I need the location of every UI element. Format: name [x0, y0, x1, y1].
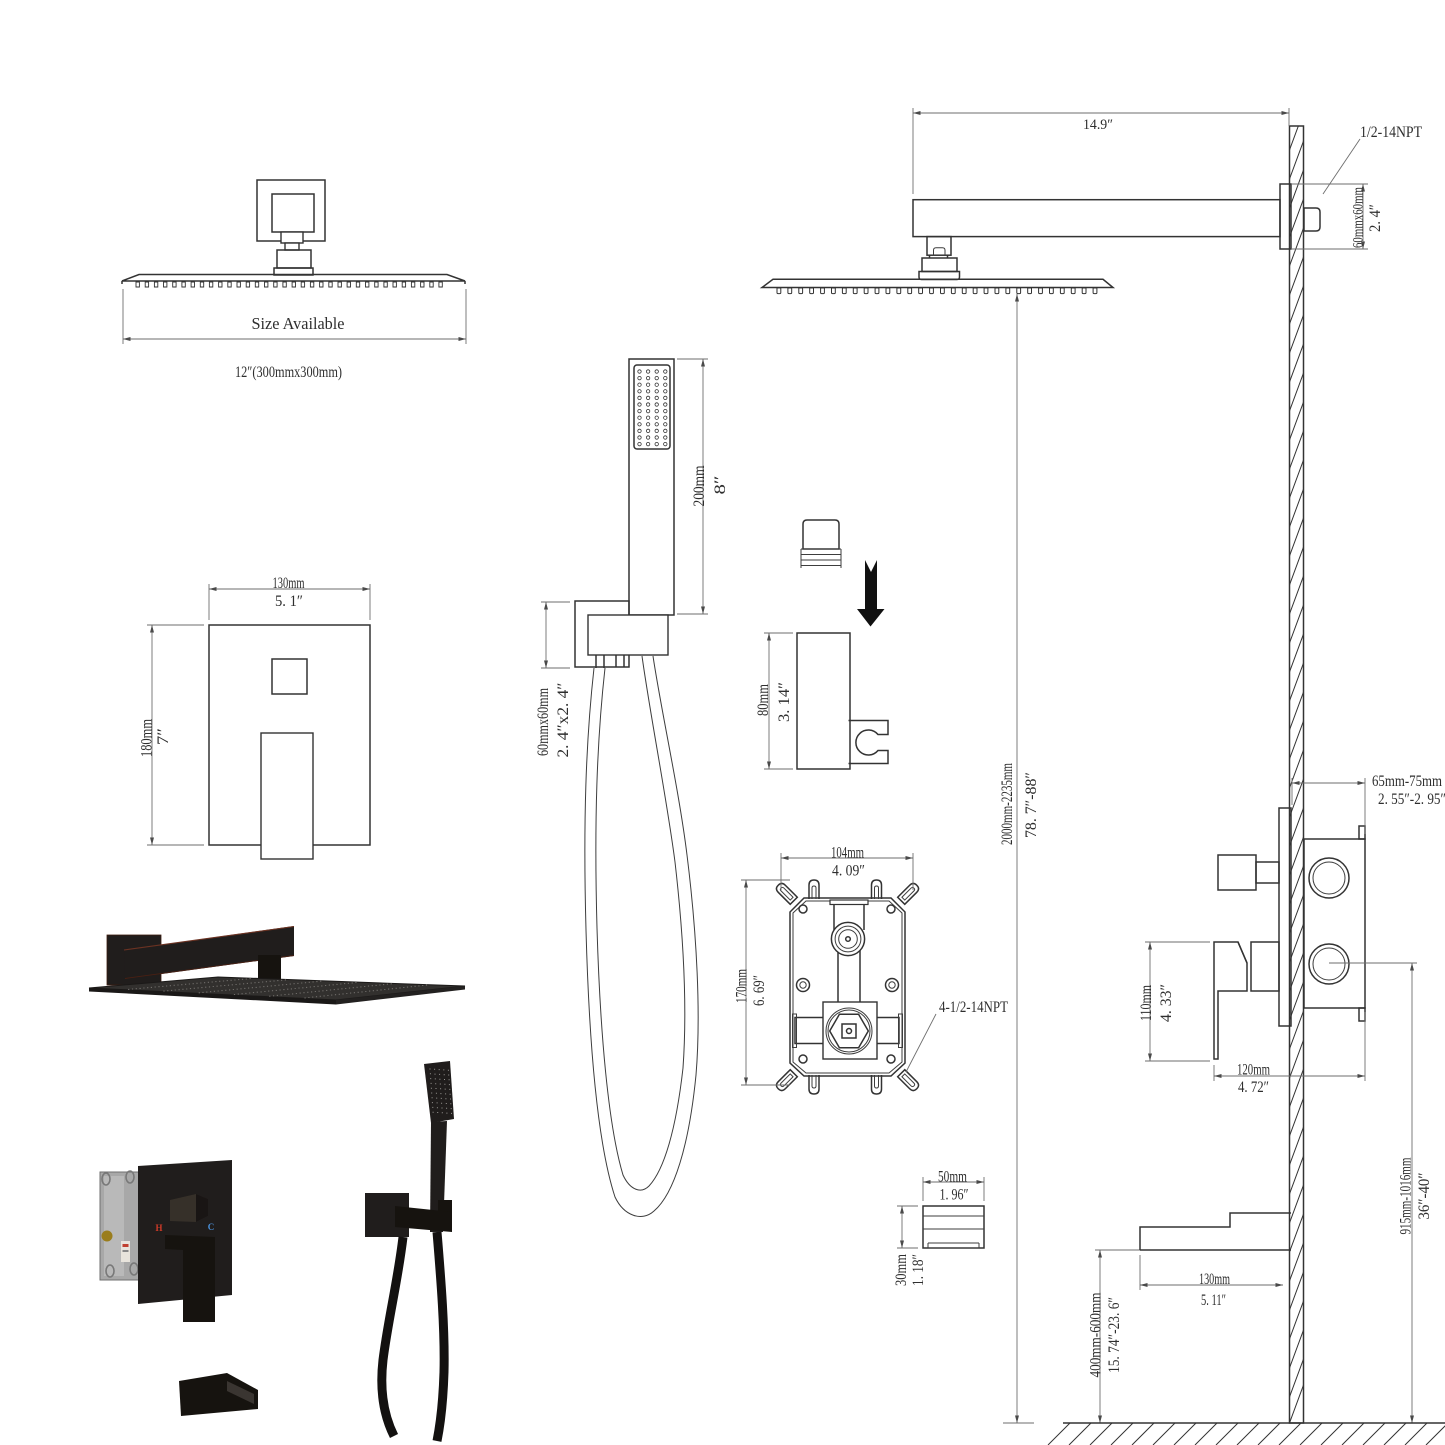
svg-text:8″: 8″ [712, 476, 729, 495]
svg-text:12″(300mmx300mm): 12″(300mmx300mm) [235, 364, 342, 381]
svg-text:915mm-1016mm: 915mm-1016mm [1398, 1157, 1415, 1234]
svg-text:36″-40″: 36″-40″ [1416, 1173, 1433, 1220]
svg-text:4. 72″: 4. 72″ [1238, 1079, 1269, 1096]
svg-text:120mm: 120mm [1237, 1062, 1270, 1079]
svg-text:130mm: 130mm [1199, 1271, 1230, 1288]
svg-text:78. 7″-88″: 78. 7″-88″ [1023, 772, 1040, 838]
svg-text:200mm: 200mm [691, 465, 708, 506]
svg-text:1. 18″: 1. 18″ [910, 1254, 927, 1286]
svg-text:5. 1″: 5. 1″ [275, 593, 303, 610]
svg-text:110mm: 110mm [1138, 985, 1155, 1021]
svg-text:6. 69″: 6. 69″ [751, 975, 768, 1006]
svg-text:1. 96″: 1. 96″ [940, 1187, 969, 1204]
svg-text:15. 74″-23. 6″: 15. 74″-23. 6″ [1106, 1297, 1123, 1373]
svg-text:65mm-75mm: 65mm-75mm [1372, 773, 1442, 790]
svg-text:80mm: 80mm [755, 684, 772, 716]
svg-text:60mmx60mm: 60mmx60mm [1351, 187, 1367, 248]
svg-text:14.9″: 14.9″ [1083, 117, 1113, 133]
svg-text:Size Available: Size Available [252, 314, 345, 333]
svg-text:4. 33″: 4. 33″ [1158, 984, 1175, 1022]
svg-text:4-1/2-14NPT: 4-1/2-14NPT [939, 999, 1008, 1016]
svg-text:2. 4″x2. 4″: 2. 4″x2. 4″ [555, 683, 572, 758]
svg-text:3. 14″: 3. 14″ [776, 682, 793, 722]
svg-text:2. 55″-2. 95″: 2. 55″-2. 95″ [1378, 791, 1445, 808]
svg-text:50mm: 50mm [938, 1169, 967, 1186]
svg-text:104mm: 104mm [831, 845, 864, 862]
svg-text:7″: 7″ [155, 728, 172, 745]
svg-text:170mm: 170mm [734, 969, 751, 1003]
svg-text:5. 11″: 5. 11″ [1201, 1292, 1226, 1309]
svg-text:2. 4″: 2. 4″ [1367, 204, 1384, 232]
svg-text:2000mm-2235mm: 2000mm-2235mm [999, 763, 1016, 845]
svg-text:60mmx60mm: 60mmx60mm [535, 688, 552, 756]
svg-text:400mm-600mm: 400mm-600mm [1088, 1292, 1105, 1377]
svg-text:1/2-14NPT: 1/2-14NPT [1360, 124, 1422, 141]
svg-text:4. 09″: 4. 09″ [832, 863, 865, 880]
svg-text:H: H [155, 1223, 162, 1233]
svg-text:C: C [208, 1222, 215, 1232]
svg-text:130mm: 130mm [273, 575, 305, 592]
svg-text:30mm: 30mm [893, 1254, 910, 1286]
svg-text:180mm: 180mm [139, 719, 156, 757]
